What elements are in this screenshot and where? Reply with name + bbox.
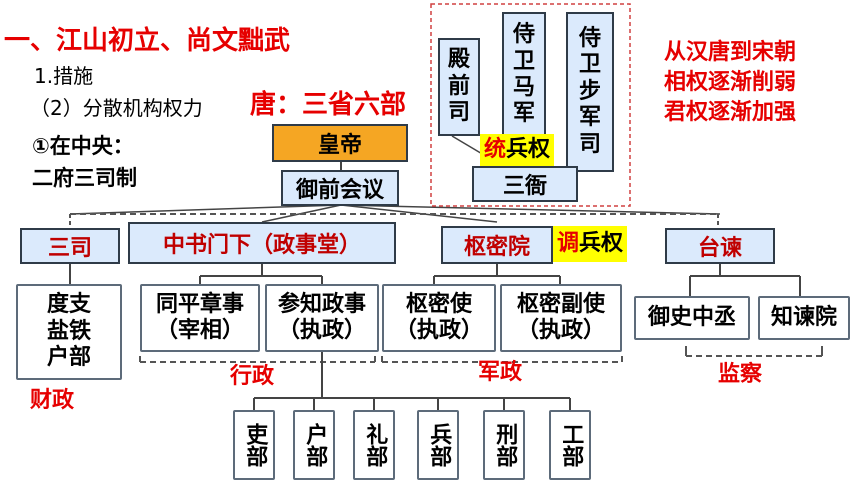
canzhi-line2: （执政） [277, 318, 366, 343]
ministry-lii-label: 礼部 [362, 423, 388, 467]
duzhi-box: 度支 盐铁 户部 [16, 284, 122, 380]
tang-label: 唐：三省六部 [250, 90, 407, 120]
diaobingquan-rest: 兵权 [579, 231, 624, 256]
junzheng-label: 军政 [478, 360, 523, 385]
subheading: （2）分散机构权力 [30, 96, 203, 120]
ministry-hu: 户部 [293, 410, 335, 480]
shumifushi-line2: （执政） [516, 318, 605, 343]
power-note-line3: 君权逐渐加强 [664, 100, 797, 125]
canzhi-box: 参知政事 （执政） [265, 284, 379, 352]
yushi-box: 御史中丞 [634, 296, 750, 340]
shumishi-box: 枢密使 （执政） [382, 284, 496, 352]
diaobingquan-prefix: 调 [557, 231, 580, 256]
central-heading: ①在中央： [32, 134, 134, 158]
duzhi-line2: 盐铁 [46, 318, 91, 344]
jiancha-label: 监察 [718, 362, 763, 387]
sanya-box: 三衙 [472, 166, 578, 202]
shumishi-line1: 枢密使 [405, 291, 472, 317]
power-note-line1: 从汉唐到宋朝 [664, 40, 797, 65]
shiweibujunsi-char2: 卫 [578, 52, 601, 78]
tongbingquan-prefix: 统 [484, 137, 507, 162]
shiweimajun-char4: 军 [512, 101, 535, 127]
tongbingquan-label: 统兵权 [480, 134, 555, 166]
tongping-box: 同平章事 （宰相） [140, 284, 260, 352]
sansi-label: 三司 [47, 236, 92, 261]
ministry-gong: 工部 [549, 410, 591, 480]
duzhi-line3: 户部 [46, 345, 91, 371]
taijian-box: 台谏 [665, 228, 775, 264]
canzhi-line1: 参知政事 [277, 291, 366, 317]
duzhi-line1: 度支 [46, 292, 91, 318]
shiweimajun-char2: 卫 [512, 48, 535, 74]
shiweibujunsi-char1: 侍 [578, 26, 601, 52]
shiweimajun-box: 侍 卫 马 军 [502, 12, 546, 138]
zhongshu-label: 中书门下（政事堂） [162, 233, 361, 258]
shumifushi-line1: 枢密副使 [516, 291, 605, 317]
sansi-box: 三司 [20, 228, 120, 264]
ministry-hu-label: 户部 [302, 423, 328, 467]
shiweibujunsi-char5: 司 [578, 131, 601, 157]
ministry-bing-label: 兵部 [426, 423, 452, 467]
ministry-li: 吏部 [233, 410, 275, 480]
measures-heading: 1.措施 [34, 64, 94, 88]
ministry-xing-label: 刑部 [492, 423, 518, 467]
dianqiansi-box: 殿 前 司 [438, 38, 480, 136]
system-name: 二府三司制 [32, 166, 137, 190]
ministry-bing: 兵部 [417, 410, 459, 480]
ministry-li-label: 吏部 [242, 423, 268, 467]
zhijian-label: 知谏院 [770, 305, 837, 331]
tongping-line1: 同平章事 [155, 291, 244, 317]
power-note: 从汉唐到宋朝 相权逐渐削弱 君权逐渐加强 [664, 38, 796, 128]
dianqiansi-char3: 司 [447, 100, 470, 126]
zhijian-box: 知谏院 [758, 296, 850, 340]
ministry-gong-label: 工部 [558, 423, 584, 467]
sanya-label: 三衙 [502, 174, 547, 199]
ministry-xing: 刑部 [483, 410, 525, 480]
dianqiansi-char2: 前 [447, 73, 470, 99]
shiweimajun-char1: 侍 [512, 22, 535, 48]
caizheng-label: 财政 [30, 388, 75, 413]
council-box: 御前会议 [281, 170, 399, 206]
power-note-line2: 相权逐渐削弱 [664, 70, 797, 95]
shiweimajun-char3: 马 [512, 75, 535, 100]
dianqiansi-char1: 殿 [447, 47, 470, 73]
emperor-box: 皇帝 [272, 124, 408, 162]
shumi-box: 枢密院 [441, 226, 553, 264]
taijian-label: 台谏 [697, 236, 742, 261]
shiweibujunsi-char4: 军 [578, 105, 601, 131]
shiweibujunsi-char3: 步 [578, 78, 601, 104]
xingzheng-label: 行政 [230, 364, 275, 389]
tongping-line2: （宰相） [155, 318, 244, 343]
emperor-label: 皇帝 [317, 133, 362, 158]
zhongshu-box: 中书门下（政事堂） [128, 222, 396, 264]
ministry-lii: 礼部 [353, 410, 395, 480]
yushi-label: 御史中丞 [647, 305, 736, 331]
council-label: 御前会议 [295, 178, 384, 203]
shiweibujunsi-box: 侍 卫 步 军 司 [566, 12, 614, 172]
diaobingquan-label: 调兵权 [553, 226, 628, 262]
tongbingquan-rest: 兵权 [506, 137, 551, 162]
shumi-label: 枢密院 [463, 235, 530, 260]
section-title: 一、江山初立、尚文黜武 [4, 26, 291, 56]
shumishi-line2: （执政） [394, 318, 483, 343]
shumifushi-box: 枢密副使 （执政） [500, 284, 622, 352]
